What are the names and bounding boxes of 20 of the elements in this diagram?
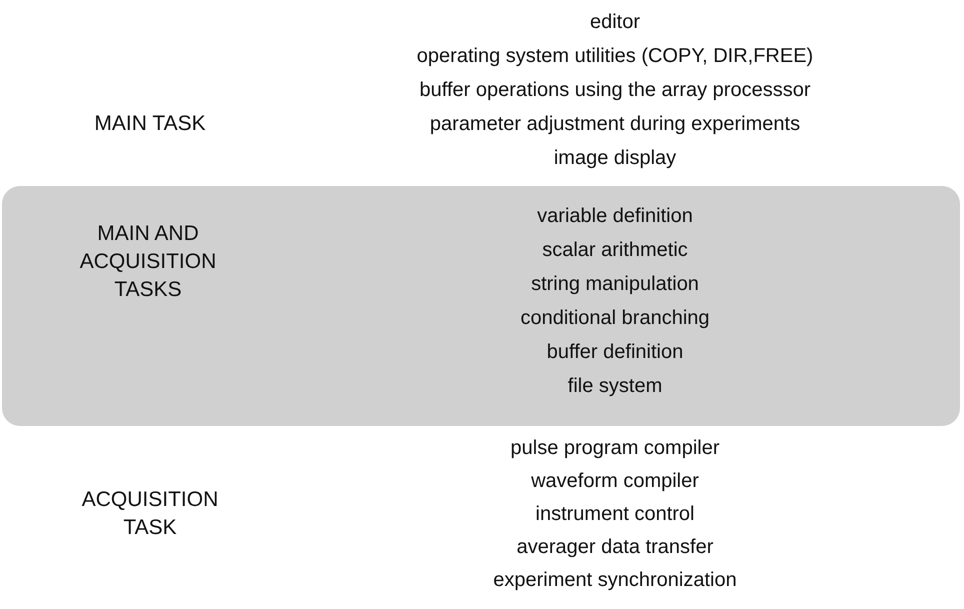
category-label: ACQUISITION TASK (80, 487, 220, 541)
list-item: conditional branching (520, 306, 710, 330)
shaded-band (2, 186, 960, 426)
list-item: experiment synchronization (493, 568, 737, 592)
list-item: averager data transfer (516, 535, 714, 559)
list-item: buffer definition (546, 340, 684, 364)
list-item: editor (590, 10, 640, 34)
list-item: file system (568, 374, 662, 398)
list-item: instrument control (536, 502, 694, 526)
category-label: MAIN TASK (93, 111, 207, 137)
list-item: image display (554, 146, 676, 170)
list-item: operating system utilities (COPY, DIR,FREE) (416, 44, 814, 68)
list-item: string manipulation (531, 272, 699, 296)
list-item: buffer operations using the array processsor (420, 78, 810, 102)
list-item: pulse program compiler (510, 436, 720, 460)
list-item: waveform compiler (531, 469, 699, 493)
category-label: MAIN AND ACQUISITION TASKS (78, 221, 218, 303)
list-item: parameter adjustment during experiments (430, 112, 800, 136)
list-item: variable definition (537, 204, 693, 228)
list-item: scalar arithmetic (542, 238, 688, 262)
